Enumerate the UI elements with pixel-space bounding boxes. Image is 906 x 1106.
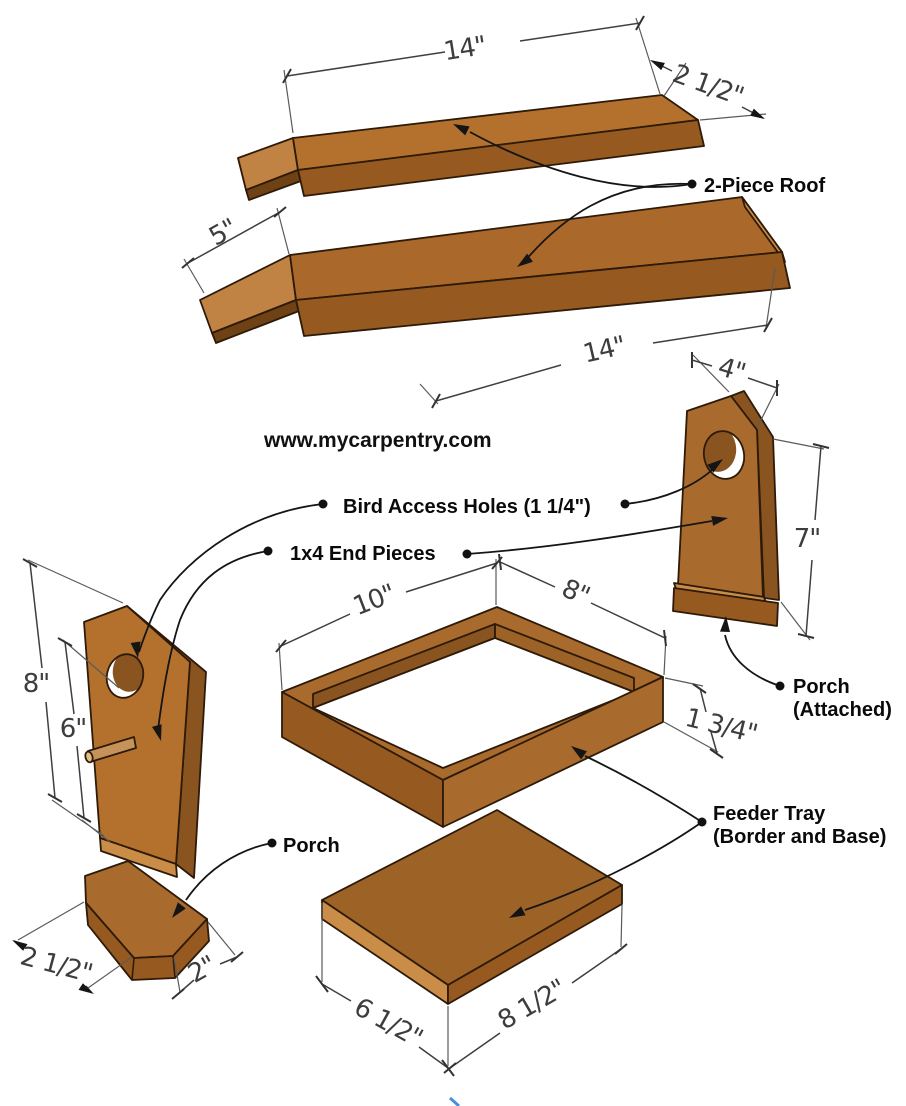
label-feeder-tray-line1: Feeder Tray bbox=[713, 803, 826, 825]
dim-base-length: 8 1/2" bbox=[493, 974, 571, 1036]
arrow-end-left bbox=[152, 724, 162, 741]
dim-tray-border-height: 1 3/4" bbox=[682, 703, 760, 750]
arrow-roof2 bbox=[517, 253, 533, 267]
end-piece-left bbox=[83, 605, 207, 879]
dim-roof-top-length: 14" bbox=[442, 31, 488, 67]
roof-top-piece bbox=[237, 94, 705, 201]
dim-perch-height: 6" bbox=[60, 714, 87, 744]
perch-peg-tip bbox=[84, 750, 94, 764]
dim-end-piece-width: 4" bbox=[714, 352, 748, 388]
leader-dots bbox=[263, 179, 785, 848]
dim-tray-width: 8" bbox=[557, 574, 593, 612]
dim-tray-length: 10" bbox=[349, 579, 399, 622]
arrow-tray-border bbox=[571, 746, 587, 760]
porch-attached-band bbox=[672, 587, 779, 627]
end-piece-right bbox=[672, 390, 780, 627]
dimension-arrowheads bbox=[12, 60, 765, 994]
bird-hole-left-rim bbox=[105, 653, 145, 699]
porch-piece bbox=[84, 860, 210, 981]
roof1-front-face bbox=[297, 119, 705, 197]
leader-arrows bbox=[130, 124, 730, 918]
tray-front-right-face bbox=[442, 676, 664, 828]
dim-end-piece-left-height: 8" bbox=[23, 669, 50, 699]
feeder-tray-border bbox=[281, 606, 664, 828]
label-feeder-tray-line2: (Border and Base) bbox=[713, 826, 886, 848]
base-front-right-face bbox=[447, 884, 623, 1005]
arrow-hole-right bbox=[707, 459, 723, 473]
dim-base-width: 6 1/2" bbox=[349, 992, 427, 1053]
watermark: www.mycarpentry.com bbox=[263, 429, 492, 452]
dim-porch-depth: 2 1/2" bbox=[17, 941, 95, 989]
porch-edge-band bbox=[85, 902, 210, 981]
bird-hole-right-rim bbox=[702, 430, 746, 480]
label-end-pieces: 1x4 End Pieces bbox=[290, 543, 436, 565]
perch-peg bbox=[84, 736, 137, 764]
label-porch-attached-line2: (Attached) bbox=[793, 699, 892, 721]
roof2-front-face bbox=[295, 251, 791, 337]
label-roof: 2-Piece Roof bbox=[704, 175, 825, 197]
dim-roof-bottom-length: 14" bbox=[580, 331, 628, 370]
base-top-face bbox=[321, 809, 623, 986]
arrow-end-right bbox=[711, 516, 728, 526]
feeder-tray-base bbox=[321, 809, 623, 1005]
dim-end-piece-right-height: 7" bbox=[794, 524, 821, 554]
arrow-roof1 bbox=[453, 124, 470, 136]
extension-lines bbox=[17, 17, 825, 1066]
arrow-hole-left bbox=[130, 641, 141, 658]
label-bird-access-holes: Bird Access Holes (1 1/4") bbox=[343, 496, 591, 518]
label-porch-attached-line1: Porch bbox=[793, 676, 850, 698]
arrow-porch bbox=[172, 902, 186, 918]
porch-facet-lines bbox=[131, 955, 176, 981]
end-right-front-face bbox=[677, 395, 764, 599]
blue-mark bbox=[449, 1096, 460, 1106]
label-porch: Porch bbox=[283, 835, 340, 857]
leader-lines bbox=[138, 131, 781, 911]
arrow-porch-attached bbox=[720, 616, 730, 632]
roof-bottom-piece bbox=[199, 196, 791, 344]
dim-roof-width: 2 1/2" bbox=[668, 59, 746, 112]
end-left-bottom-sliver bbox=[99, 837, 178, 878]
tick-marks bbox=[22, 15, 830, 1077]
dim-roof-bevel: 5" bbox=[204, 213, 242, 252]
arrow-tray-base bbox=[509, 906, 526, 918]
